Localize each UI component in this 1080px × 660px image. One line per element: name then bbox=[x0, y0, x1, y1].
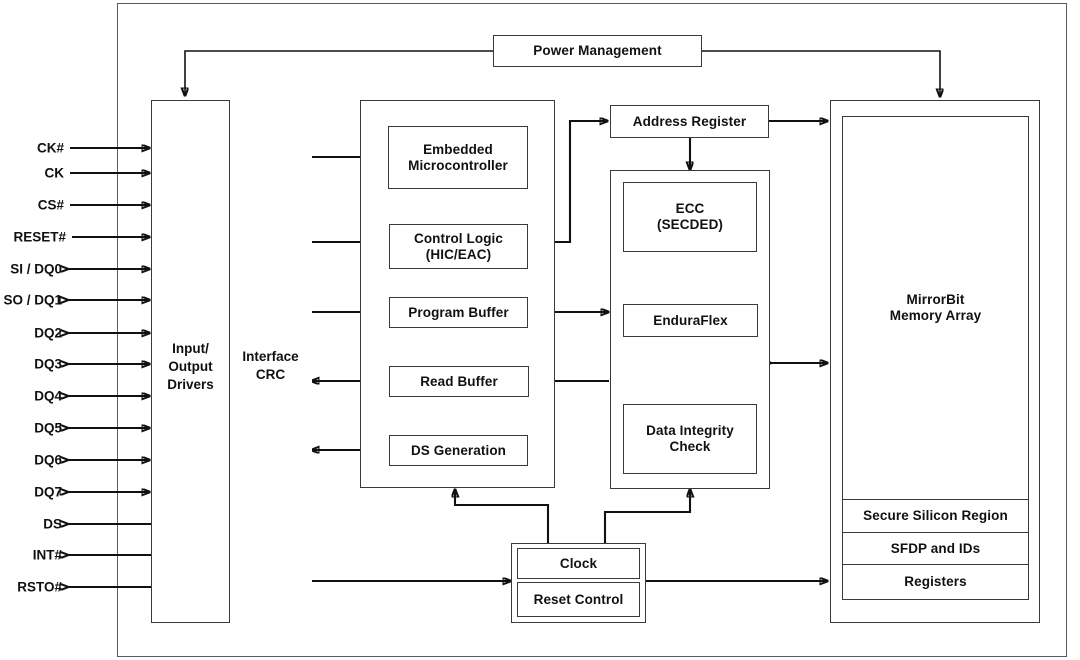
signal-label-ck-n: CK# bbox=[36, 140, 64, 156]
signal-label-si-dq0: SI / DQ0 bbox=[10, 261, 62, 277]
signal-label-dq4: DQ4 bbox=[34, 388, 62, 404]
block-embedded-microcontroller[interactable]: Embedded Microcontroller bbox=[388, 126, 528, 189]
block-io-drivers-label[interactable]: Input/ Output Drivers bbox=[167, 341, 214, 393]
signal-label-dq2: DQ2 bbox=[34, 325, 62, 341]
block-reset-control[interactable]: Reset Control bbox=[517, 582, 640, 617]
block-registers[interactable]: Registers bbox=[842, 565, 1029, 600]
signal-label-dq6: DQ6 bbox=[34, 452, 62, 468]
signal-label-rsto-n: RSTO# bbox=[17, 579, 62, 595]
signal-label-dq3: DQ3 bbox=[34, 356, 62, 372]
signal-label-ds: DS bbox=[43, 516, 62, 532]
block-data-integrity-check[interactable]: Data Integrity Check bbox=[623, 404, 757, 474]
block-interface-crc[interactable] bbox=[229, 100, 312, 623]
signal-label-ck: CK bbox=[44, 165, 65, 181]
block-mirrorbit-memory-array[interactable]: MirrorBit Memory Array bbox=[842, 116, 1029, 500]
block-program-buffer[interactable]: Program Buffer bbox=[389, 297, 528, 328]
signal-label-reset-n: RESET# bbox=[13, 229, 66, 245]
block-clock[interactable]: Clock bbox=[517, 548, 640, 579]
signal-label-cs-n: CS# bbox=[37, 197, 64, 213]
block-read-buffer[interactable]: Read Buffer bbox=[389, 366, 529, 397]
block-ecc-secded[interactable]: ECC (SECDED) bbox=[623, 182, 757, 252]
block-enduraflex[interactable]: EnduraFlex bbox=[623, 304, 758, 337]
block-secure-silicon-region[interactable]: Secure Silicon Region bbox=[842, 500, 1029, 533]
block-ds-generation[interactable]: DS Generation bbox=[389, 435, 528, 466]
block-interface-crc-label[interactable]: Interface CRC bbox=[242, 349, 299, 383]
signal-label-dq5: DQ5 bbox=[34, 420, 62, 436]
block-sfdp-and-ids[interactable]: SFDP and IDs bbox=[842, 533, 1029, 565]
block-control-logic[interactable]: Control Logic (HIC/EAC) bbox=[389, 224, 528, 269]
signal-label-dq7: DQ7 bbox=[34, 484, 62, 500]
block-power-management[interactable]: Power Management bbox=[493, 35, 702, 67]
block-address-register[interactable]: Address Register bbox=[610, 105, 769, 138]
signal-label-int-n: INT# bbox=[32, 547, 62, 563]
signal-label-so-dq1: SO / DQ1 bbox=[3, 292, 62, 308]
